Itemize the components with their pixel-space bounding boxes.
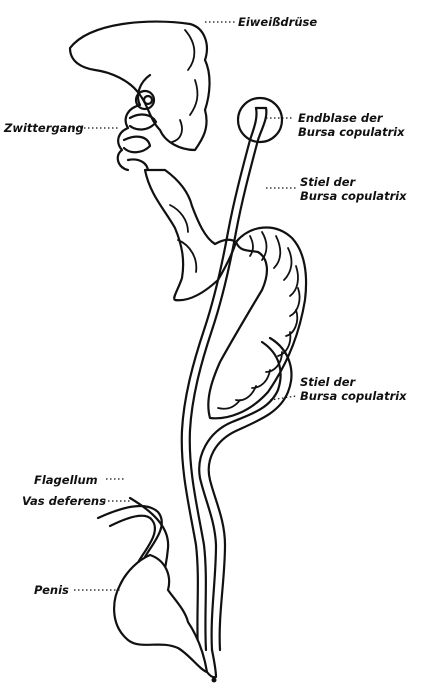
label-flagellum: Flagellum (34, 473, 98, 487)
label-penis: Penis (34, 583, 69, 597)
label-stiel-1-line2: Bursa copulatrix (300, 189, 407, 203)
label-stiel-1-line1: Stiel der (300, 175, 356, 189)
label-zwittergang: Zwittergang (3, 121, 84, 135)
label-endblase-line1: Endblase der (298, 111, 384, 125)
label-endblase-line2: Bursa copulatrix (298, 125, 405, 139)
label-stiel-2-line2: Bursa copulatrix (300, 389, 407, 403)
label-eiweissdruese: Eiweißdrüse (238, 15, 317, 29)
oviduct (145, 170, 236, 300)
label-stiel-2-line1: Stiel der (300, 375, 356, 389)
label-vas-deferens: Vas deferens (22, 494, 106, 508)
penis (114, 555, 207, 672)
